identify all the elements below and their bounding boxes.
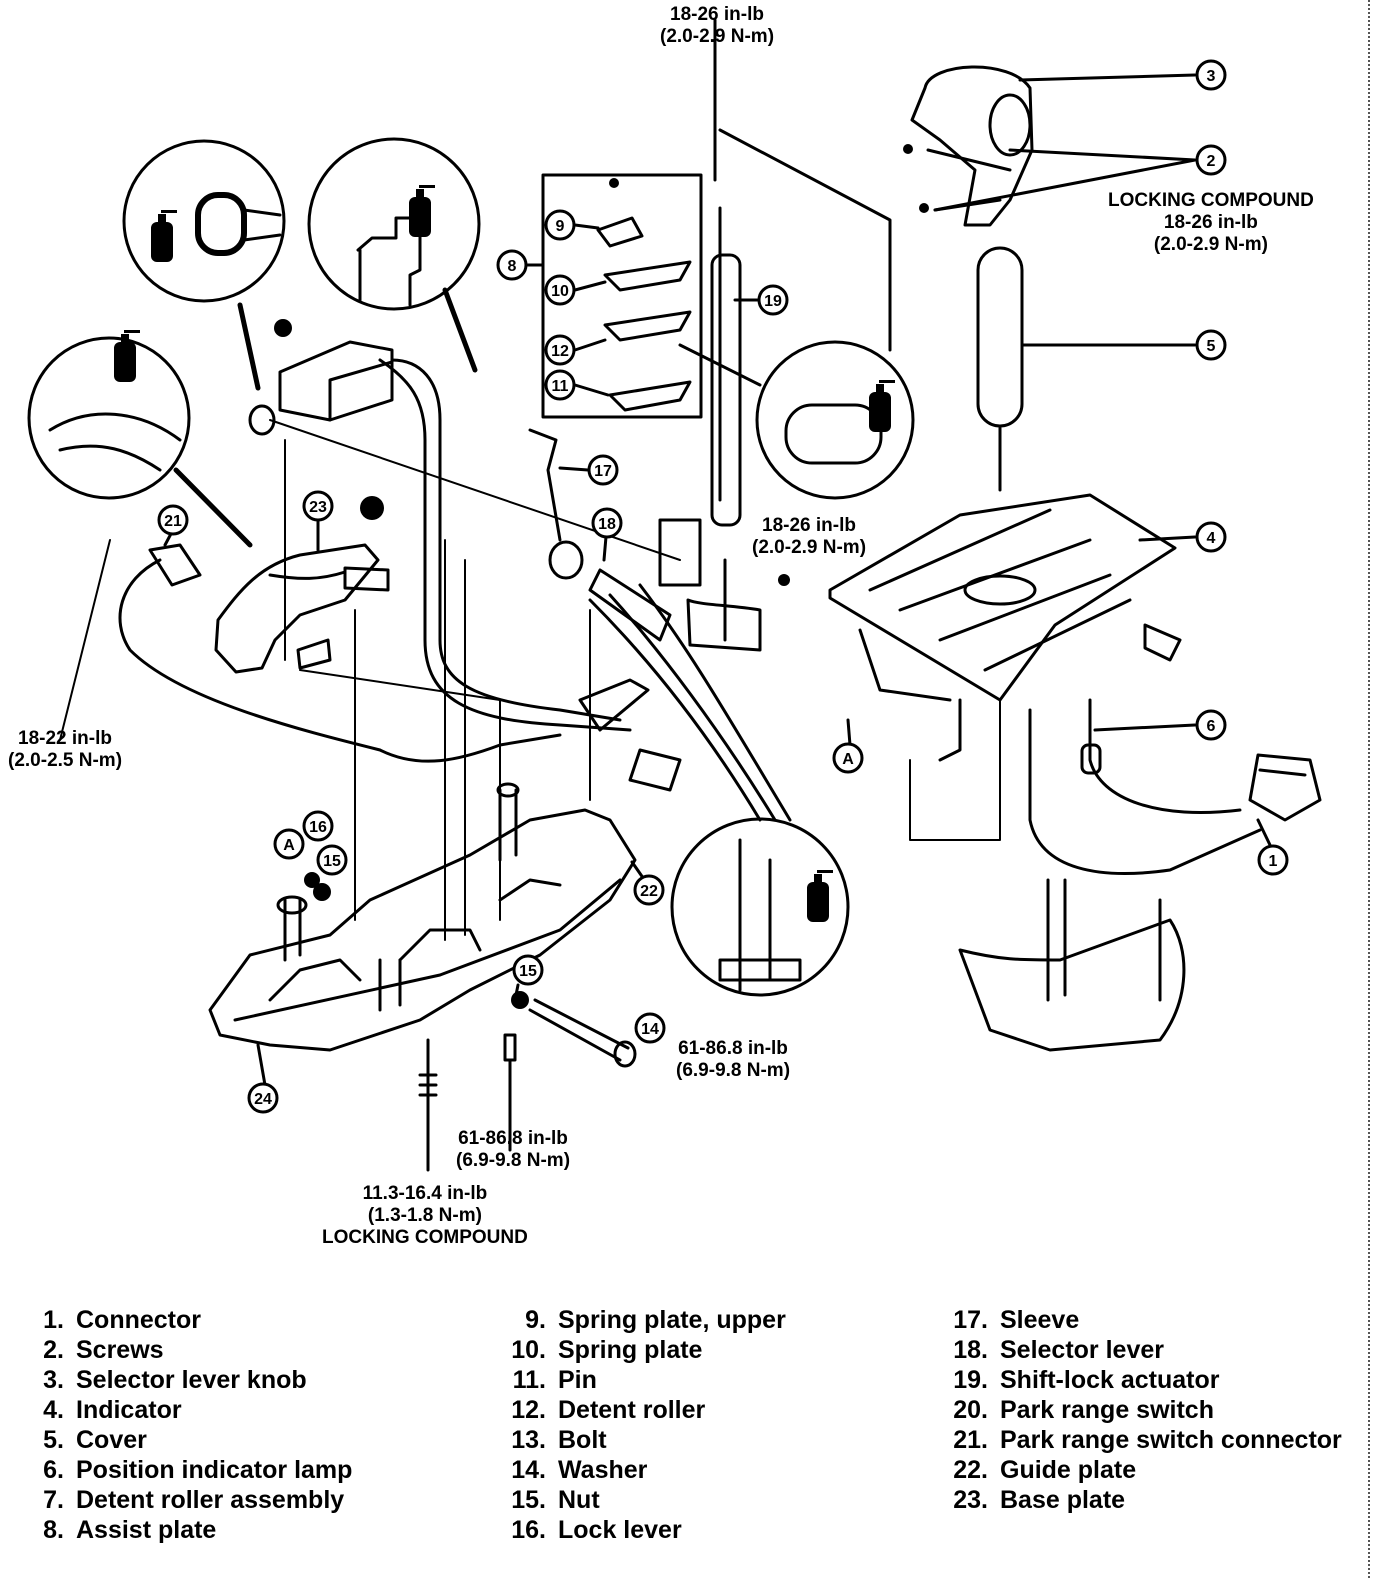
callout-22: 22: [640, 883, 658, 900]
detail-circle-grease-base: [27, 336, 191, 500]
legend-item: 2.Screws: [43, 1336, 164, 1364]
legend-item: 22.Guide plate: [953, 1456, 1137, 1484]
legend-item: 20.Park range switch: [953, 1396, 1214, 1424]
torque-spec-top: 18-26 in-lb (2.0-2.9 N-m): [660, 4, 775, 47]
legend-item: 19.Shift-lock actuator: [953, 1366, 1220, 1394]
torque-spec-knob-screws: LOCKING COMPOUND 18-26 in-lb (2.0-2.9 N-…: [1108, 190, 1314, 255]
legend-item: 11.Pin: [512, 1366, 597, 1394]
callout-2: 2: [1207, 153, 1216, 170]
legend-item: 23.Base plate: [953, 1486, 1126, 1514]
callout-10: 10: [551, 283, 569, 300]
callout-12: 12: [551, 343, 569, 360]
detail-circle-grease-bracket: [307, 137, 481, 311]
exploded-assembly-diagram: 3 2 5 4 6 1 8 9 10 12 11 19 17 18 21 23 …: [27, 18, 1322, 1172]
torque-spec-indicator: 18-26 in-lb (2.0-2.9 N-m): [752, 515, 867, 558]
callout-3: 3: [1207, 68, 1216, 85]
callout-8: 8: [508, 258, 517, 275]
callout-a-right: A: [842, 751, 854, 768]
torque-spec-bolt-mid: 61-86.8 in-lb (6.9-9.8 N-m): [456, 1128, 571, 1171]
callout-5: 5: [1207, 338, 1216, 355]
legend-item: 9.Spring plate, upper: [525, 1306, 786, 1334]
callout-23: 23: [309, 499, 327, 516]
callout-4: 4: [1207, 530, 1216, 547]
callout-24: 24: [254, 1091, 272, 1108]
legend-item: 16.Lock lever: [511, 1516, 682, 1544]
callout-1: 1: [1269, 853, 1278, 870]
legend-item: 6.Position indicator lamp: [43, 1456, 353, 1484]
callout-21: 21: [164, 513, 182, 530]
legend-item: 18.Selector lever: [953, 1336, 1164, 1364]
callout-6: 6: [1207, 718, 1216, 735]
legend-item: 7.Detent roller assembly: [43, 1486, 345, 1514]
callout-a-left: A: [283, 837, 295, 854]
legend-item: 21.Park range switch connector: [953, 1426, 1342, 1454]
callout-14: 14: [641, 1021, 659, 1038]
legend-item: 17.Sleeve: [953, 1306, 1080, 1334]
legend-item: 15.Nut: [511, 1486, 600, 1514]
callout-15: 15: [323, 853, 341, 870]
torque-spec-bottom: 11.3-16.4 in-lb (1.3-1.8 N-m) LOCKING CO…: [322, 1183, 528, 1248]
callout-9: 9: [556, 218, 565, 235]
callout-17: 17: [594, 463, 612, 480]
page-edge-divider: [1368, 0, 1370, 1578]
torque-spec-bolt-right: 61-86.8 in-lb (6.9-9.8 N-m): [676, 1038, 791, 1081]
legend-column-1: 1.Connector 2.Screws 3.Selector lever kn…: [18, 1305, 352, 1545]
legend-item: 12.Detent roller: [511, 1396, 706, 1424]
detail-circle-grease-roller: [755, 340, 915, 500]
callout-18: 18: [598, 516, 616, 533]
legend-item: 5.Cover: [43, 1426, 147, 1454]
callout-16: 16: [309, 819, 327, 836]
callout-11: 11: [552, 378, 569, 395]
legend-item: 10.Spring plate: [511, 1336, 703, 1364]
legend-column-2: 9.Spring plate, upper 10.Spring plate 11…: [500, 1305, 786, 1545]
legend-item: 4.Indicator: [43, 1396, 182, 1424]
legend-item: 1.Connector: [43, 1306, 201, 1334]
callout-15-lower: 15: [519, 963, 537, 980]
legend-item: 14.Washer: [511, 1456, 648, 1484]
legend-item: 8.Assist plate: [43, 1516, 217, 1544]
legend-item: 3.Selector lever knob: [43, 1366, 307, 1394]
legend-item: 13.Bolt: [511, 1426, 607, 1454]
torque-spec-left: 18-22 in-lb (2.0-2.5 N-m): [8, 728, 123, 771]
legend-column-3: 17.Sleeve 18.Selector lever 19.Shift-loc…: [942, 1305, 1342, 1515]
detail-circle-grease-tab: [122, 139, 286, 303]
callout-19: 19: [764, 293, 782, 310]
